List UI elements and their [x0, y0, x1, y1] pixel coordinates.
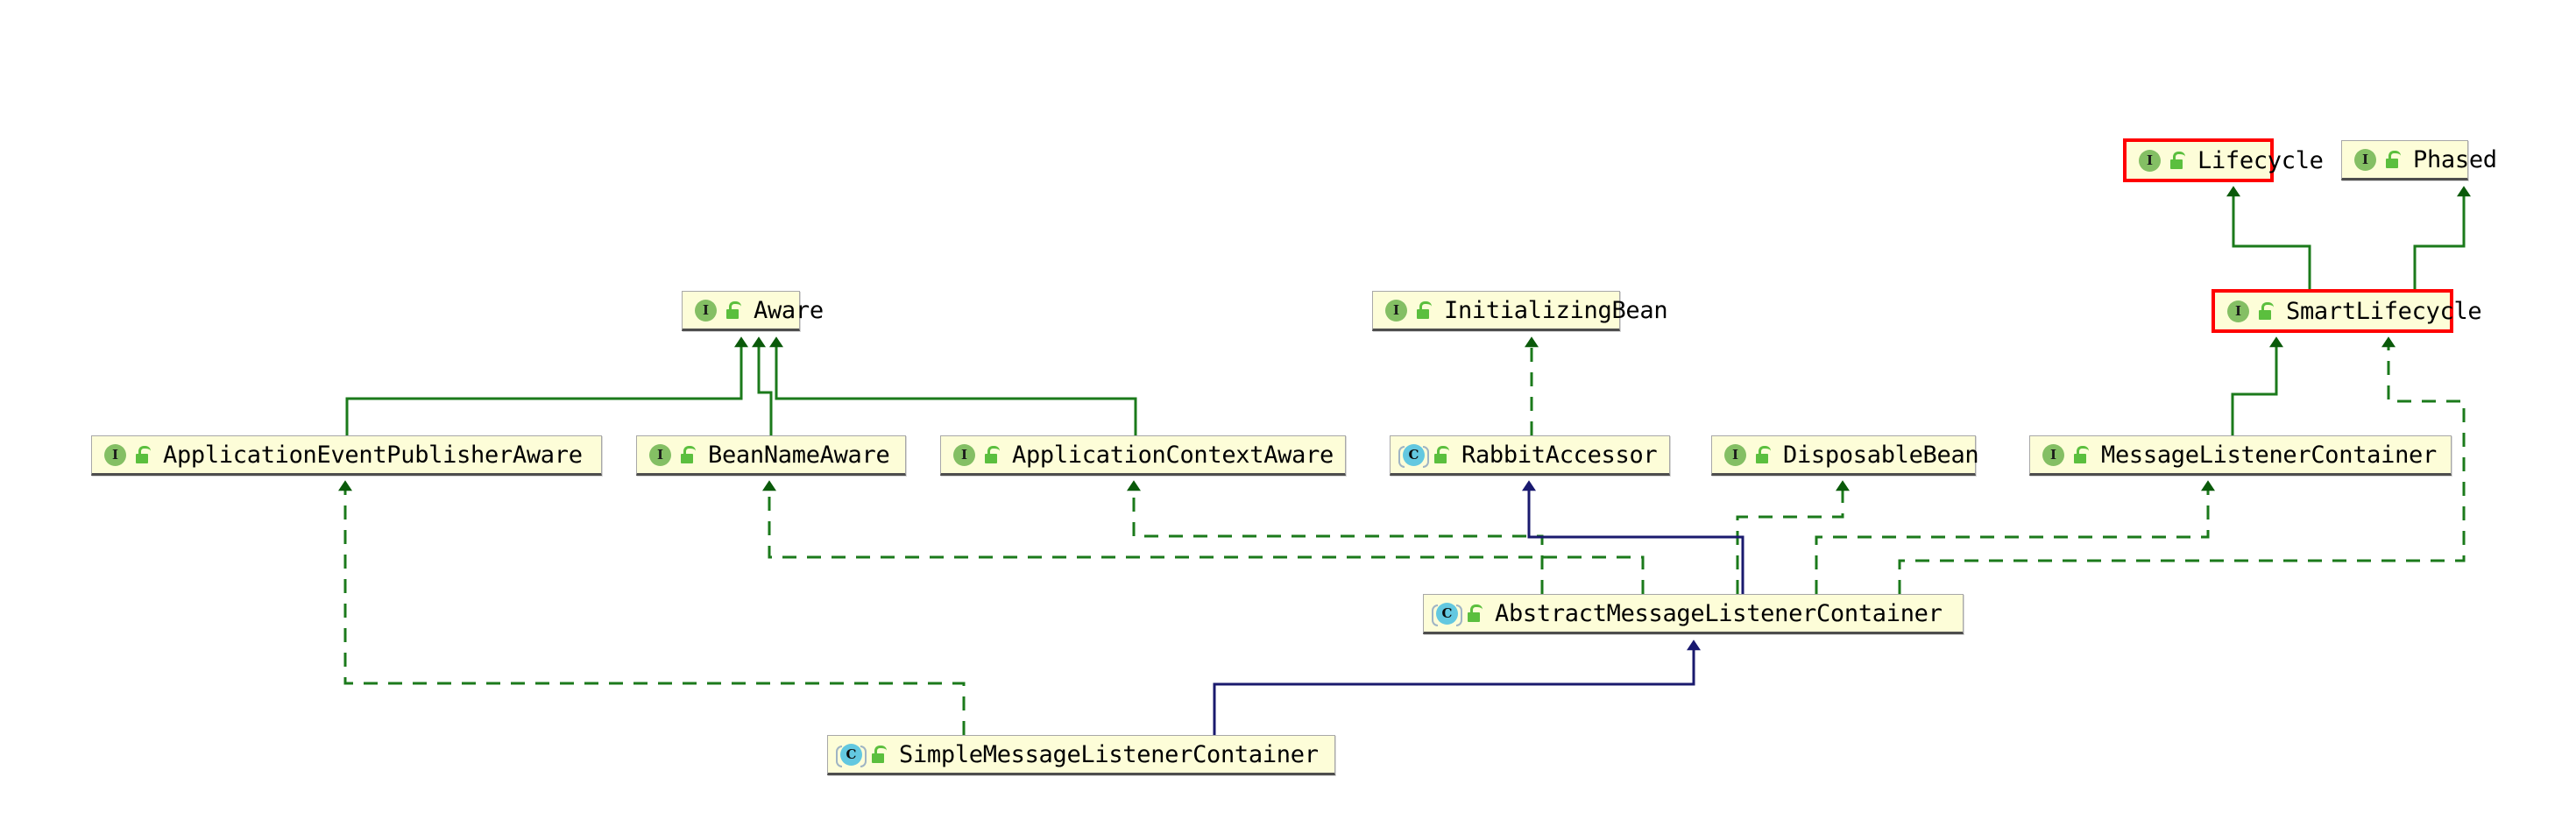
- edge-abstractmlc-implements-beannameaware: [762, 480, 1645, 594]
- node-icons: I: [2042, 443, 2089, 466]
- edge-beannameaware-extends-aware: [752, 336, 773, 435]
- node-label: MessageListenerContainer: [2101, 441, 2437, 469]
- edge-simplemlc-extends-abstractmlc: [1213, 640, 1701, 735]
- unlocked-padlock-icon: [984, 446, 1000, 463]
- node-icons: I: [2227, 300, 2274, 322]
- unlocked-padlock-icon: [2258, 302, 2274, 320]
- node-label: ApplicationContextAware: [1012, 441, 1334, 469]
- uml-node-aware[interactable]: I Aware: [682, 291, 824, 331]
- node-icons: C: [1398, 443, 1449, 468]
- node-label: Phased: [2413, 145, 2497, 173]
- node-icons: I: [2354, 148, 2401, 171]
- uml-node-phased[interactable]: I Phased: [2341, 140, 2497, 180]
- node-icons: I: [1724, 443, 1771, 466]
- uml-node-lifecycle[interactable]: I Lifecycle: [2123, 138, 2324, 182]
- interface-icon: I: [649, 443, 671, 466]
- node-icons: C: [836, 743, 887, 767]
- class-icon: C: [836, 743, 867, 767]
- node-label: BeanNameAware: [708, 441, 890, 469]
- uml-node-abstractmessagelistenercontainer[interactable]: C AbstractMessageListenerContainer: [1423, 594, 1964, 634]
- edge-applicationcontextaware-extends-aware: [769, 336, 1137, 435]
- node-label: Lifecycle: [2197, 146, 2324, 174]
- interface-icon: I: [1385, 299, 1407, 322]
- class-icon: C: [1398, 443, 1429, 468]
- node-label: Aware: [754, 296, 824, 324]
- interface-icon: I: [2042, 443, 2064, 466]
- edge-abstractmlc-implements-applicationcontextaware: [1127, 480, 1544, 594]
- edge-abstractmlc-implements-disposablebean: [1736, 480, 1850, 594]
- node-label: SimpleMessageListenerContainer: [899, 740, 1319, 768]
- unlocked-padlock-icon: [2073, 446, 2089, 463]
- interface-icon: I: [1724, 443, 1746, 466]
- unlocked-padlock-icon: [135, 446, 151, 463]
- unlocked-padlock-icon: [680, 446, 696, 463]
- node-icons: I: [953, 443, 1000, 466]
- edge-simplemlc-implements-applicationeventpublisheraware: [338, 480, 966, 735]
- node-label: InitializingBean: [1444, 296, 1668, 324]
- node-icons: C: [1432, 602, 1483, 626]
- uml-node-messagelistenercontainer[interactable]: I MessageListenerContainer: [2029, 435, 2452, 476]
- uml-node-rabbitaccessor[interactable]: C RabbitAccessor: [1390, 435, 1670, 476]
- unlocked-padlock-icon: [1416, 301, 1432, 319]
- interface-icon: I: [953, 443, 975, 466]
- uml-node-disposablebean[interactable]: I DisposableBean: [1711, 435, 1979, 476]
- uml-node-simplemessagelistenercontainer[interactable]: C SimpleMessageListenerContainer: [827, 735, 1335, 775]
- node-icons: I: [104, 443, 151, 466]
- node-label: SmartLifecycle: [2286, 297, 2482, 325]
- unlocked-padlock-icon: [2385, 151, 2401, 168]
- node-icons: I: [649, 443, 696, 466]
- class-icon: C: [1432, 602, 1462, 626]
- uml-node-initializingbean[interactable]: I InitializingBean: [1372, 291, 1668, 331]
- node-label: DisposableBean: [1783, 441, 1979, 469]
- interface-icon: I: [2354, 148, 2376, 171]
- uml-node-applicationeventpublisheraware[interactable]: I ApplicationEventPublisherAware: [91, 435, 602, 476]
- edge-messagelistenercontainer-extends-smartlifecycle: [2231, 336, 2283, 435]
- node-label: ApplicationEventPublisherAware: [163, 441, 583, 469]
- interface-icon: I: [104, 443, 126, 466]
- uml-node-beannameaware[interactable]: I BeanNameAware: [636, 435, 906, 476]
- unlocked-padlock-icon: [2169, 152, 2185, 169]
- interface-icon: I: [2227, 300, 2249, 322]
- interface-icon: I: [695, 299, 717, 322]
- unlocked-padlock-icon: [1467, 604, 1483, 622]
- unlocked-padlock-icon: [1755, 446, 1771, 463]
- uml-node-smartlifecycle[interactable]: I SmartLifecycle: [2212, 289, 2482, 333]
- node-icons: I: [1385, 299, 1432, 322]
- node-icons: I: [695, 299, 741, 322]
- unlocked-padlock-icon: [1433, 446, 1449, 463]
- unlocked-padlock-icon: [871, 746, 887, 763]
- node-label: AbstractMessageListenerContainer: [1495, 599, 1943, 627]
- unlocked-padlock-icon: [725, 301, 741, 319]
- edge-smartlifecycle-extends-phased: [2413, 186, 2471, 289]
- edge-smartlifecycle-extends-lifecycle: [2226, 186, 2311, 289]
- edge-abstractmlc-implements-messagelistenercontainer: [1815, 480, 2215, 594]
- interface-icon: I: [2139, 149, 2161, 172]
- edge-abstractmlc-extends-rabbitaccessor: [1522, 480, 1744, 594]
- node-label: RabbitAccessor: [1461, 441, 1658, 469]
- edge-appeventpublisheraware-extends-aware: [345, 336, 748, 435]
- node-icons: I: [2139, 149, 2185, 172]
- uml-node-applicationcontextaware[interactable]: I ApplicationContextAware: [940, 435, 1346, 476]
